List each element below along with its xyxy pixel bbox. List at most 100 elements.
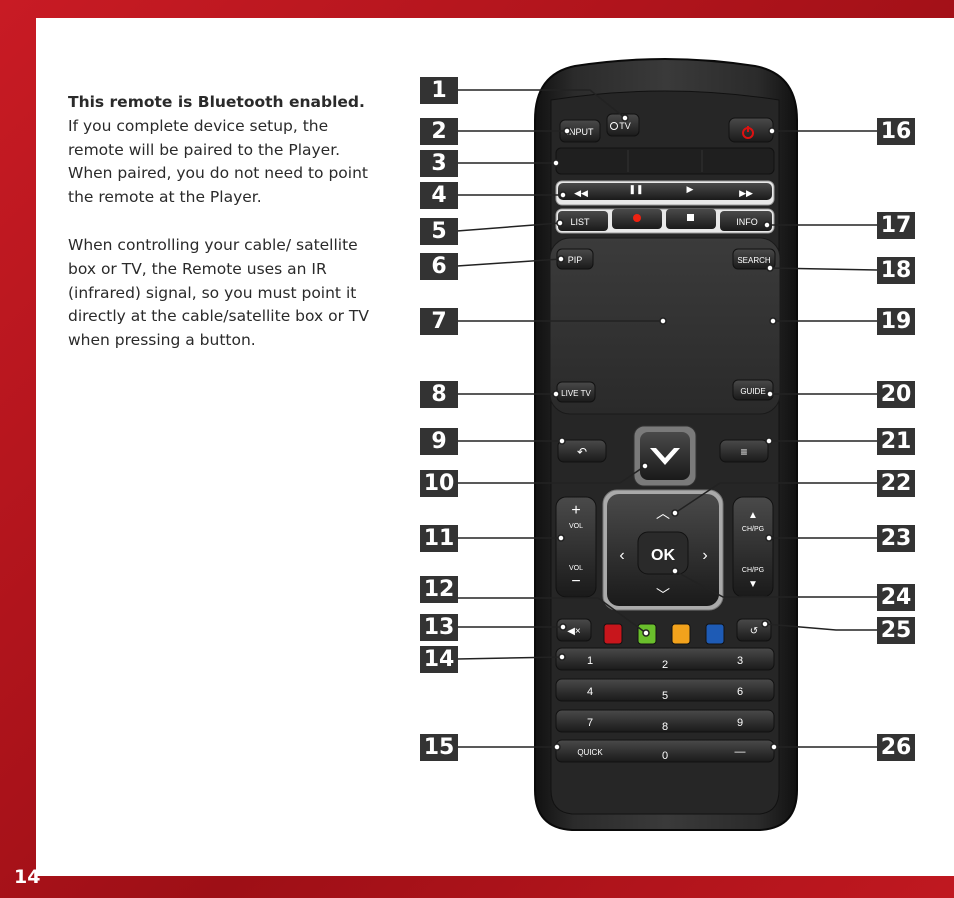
page-number: 14: [14, 866, 41, 888]
vizio-button[interactable]: [633, 425, 697, 487]
callout-25: 25: [877, 617, 915, 644]
fast-forward-icon: ▶▶: [739, 188, 753, 198]
callout-1: 1: [420, 77, 458, 104]
red-button[interactable]: [603, 623, 623, 645]
tv-power-button[interactable]: TV: [606, 113, 640, 137]
leader-lines: [456, 89, 878, 751]
power-button[interactable]: [728, 117, 774, 143]
app-buttons-row[interactable]: [555, 147, 775, 175]
intro-para1: If you complete device setup, the remote…: [68, 116, 368, 207]
callout-17: 17: [877, 212, 915, 239]
guide-button[interactable]: GUIDE: [732, 379, 774, 401]
key-0[interactable]: 0: [662, 750, 668, 762]
guide-label: GUIDE: [740, 387, 765, 396]
back-icon: ↶: [577, 445, 587, 459]
volume-up-icon: +: [571, 502, 580, 519]
list-label: LIST: [570, 217, 590, 227]
play-icon: ▶: [687, 184, 694, 194]
quick-label[interactable]: QUICK: [577, 748, 603, 757]
callout-22: 22: [877, 470, 915, 497]
callout-20: 20: [877, 381, 915, 408]
key-8[interactable]: 8: [662, 721, 668, 733]
callout-2: 2: [420, 118, 458, 145]
left-arrow-icon: ‹: [619, 547, 624, 564]
up-arrow-icon: ︿: [656, 505, 670, 521]
channel-up-icon: ▲: [748, 510, 758, 521]
rewind-icon: ◀◀: [574, 188, 588, 198]
callout-6: 6: [420, 253, 458, 280]
key-6[interactable]: 6: [737, 686, 743, 698]
yellow-button[interactable]: [671, 623, 691, 645]
input-label: INPUT: [567, 127, 595, 137]
right-arrow-icon: ›: [702, 547, 707, 564]
chpg-down-label: CH/PG: [742, 567, 764, 574]
vol-down-label: VOL: [569, 565, 583, 572]
callout-11: 11: [420, 525, 458, 552]
transport-row[interactable]: ◀◀ ❚❚ ▶ ▶▶: [555, 180, 775, 206]
callout-23: 23: [877, 525, 915, 552]
callout-21: 21: [877, 428, 915, 455]
volume-rocker[interactable]: + VOL VOL −: [555, 496, 597, 598]
stop-icon: [687, 214, 694, 221]
key-7[interactable]: 7: [587, 717, 593, 729]
callout-3: 3: [420, 150, 458, 177]
key-3[interactable]: 3: [737, 655, 743, 667]
intro-paragraph-2: When controlling your cable/ satellite b…: [68, 235, 369, 350]
dash-key[interactable]: —: [735, 746, 746, 758]
mute-icon: ◀×: [567, 626, 581, 637]
channel-rocker[interactable]: ▲ CH/PG CH/PG ▼: [732, 496, 774, 598]
callout-12: 12: [420, 576, 458, 603]
search-label: SEARCH: [737, 256, 771, 265]
last-icon: ↺: [750, 626, 758, 637]
back-button[interactable]: ↶: [557, 439, 607, 463]
menu-button[interactable]: ≡: [719, 439, 769, 463]
callout-9: 9: [420, 428, 458, 455]
intro-paragraph-1: This remote is Bluetooth enabled. If you…: [68, 91, 388, 210]
list-row[interactable]: LIST INFO: [555, 208, 775, 234]
callout-4: 4: [420, 182, 458, 209]
callout-19: 19: [877, 308, 915, 335]
intro-text: This remote is Bluetooth enabled. If you…: [68, 91, 388, 377]
callout-13: 13: [420, 614, 458, 641]
key-5[interactable]: 5: [662, 690, 668, 702]
number-pad[interactable]: 1 2 3 4 5 6 7 8 9 QUICK 0 —: [555, 647, 775, 763]
power-icon: [610, 122, 618, 130]
pip-button[interactable]: PIP: [556, 248, 594, 270]
channel-down-icon: ▼: [748, 579, 758, 590]
search-button[interactable]: SEARCH: [732, 248, 776, 270]
key-2[interactable]: 2: [662, 659, 668, 671]
key-1[interactable]: 1: [587, 655, 593, 667]
record-icon: [633, 214, 641, 222]
live-tv-button[interactable]: LIVE TV: [556, 381, 596, 403]
callout-18: 18: [877, 257, 915, 284]
touchpad[interactable]: [549, 237, 781, 415]
callout-10: 10: [420, 470, 458, 497]
callout-24: 24: [877, 584, 915, 611]
callout-15: 15: [420, 734, 458, 761]
callout-7: 7: [420, 308, 458, 335]
callout-5: 5: [420, 218, 458, 245]
vol-up-label: VOL: [569, 523, 583, 530]
menu-icon: ≡: [740, 445, 747, 459]
key-9[interactable]: 9: [737, 717, 743, 729]
info-label: INFO: [736, 217, 758, 227]
key-4[interactable]: 4: [587, 686, 593, 698]
ok-label: OK: [651, 547, 675, 564]
vizio-v-icon: [650, 448, 680, 465]
chpg-up-label: CH/PG: [742, 526, 764, 533]
pause-icon: ❚❚: [628, 184, 643, 195]
tv-label: TV: [619, 121, 631, 131]
callout-26: 26: [877, 734, 915, 761]
live-tv-label: LIVE TV: [561, 389, 591, 398]
ok-button[interactable]: OK: [637, 531, 689, 575]
callout-16: 16: [877, 118, 915, 145]
callout-8: 8: [420, 381, 458, 408]
callout-14: 14: [420, 646, 458, 673]
page-panel: [36, 18, 954, 876]
pip-label: PIP: [568, 255, 583, 265]
down-arrow-icon: ﹀: [656, 587, 670, 603]
blue-button[interactable]: [705, 623, 725, 645]
intro-bold-line: This remote is Bluetooth enabled.: [68, 93, 365, 111]
volume-down-icon: −: [571, 573, 580, 590]
